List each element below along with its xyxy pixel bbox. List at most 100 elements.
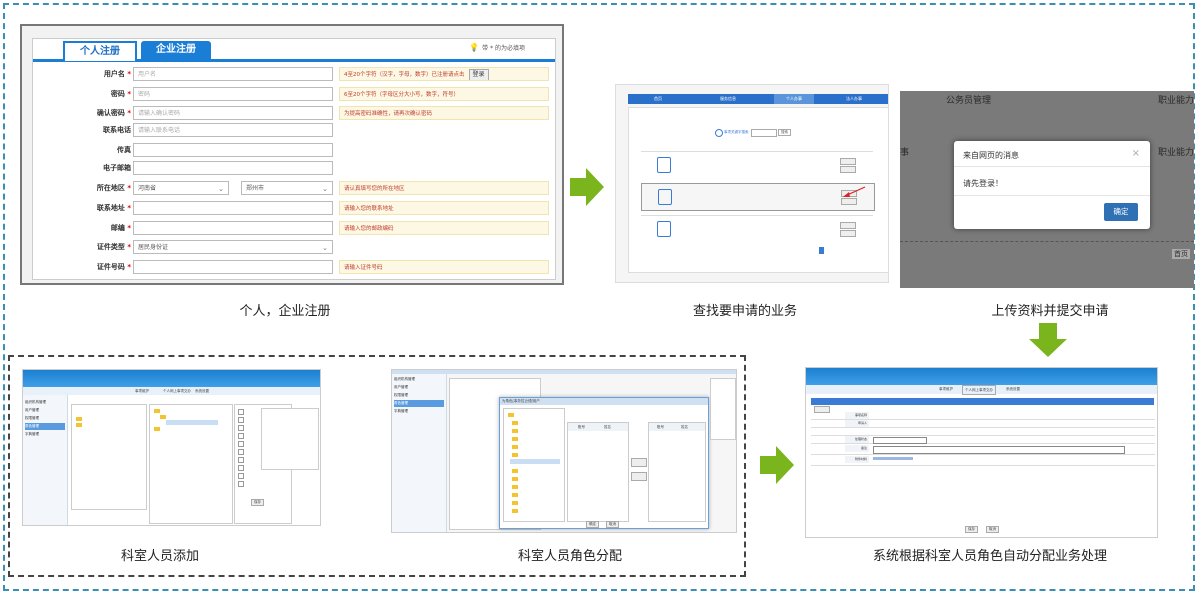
- apply-button[interactable]: [840, 230, 856, 237]
- login-button[interactable]: 登录: [468, 69, 489, 80]
- caption-register: 个人，企业注册: [239, 304, 331, 319]
- nav-personal-affairs[interactable]: 个人办事: [774, 94, 814, 104]
- column-account: 账号: [657, 425, 664, 429]
- required-mark: *: [124, 204, 131, 212]
- text-input[interactable]: [133, 143, 333, 157]
- dialog-ok-button[interactable]: 确定: [1104, 203, 1138, 221]
- field-label-text: 用户名: [103, 70, 125, 78]
- text-input[interactable]: [133, 221, 333, 235]
- checkbox[interactable]: [238, 457, 244, 463]
- field-note-text: 请认真填写您的所在地区: [344, 186, 405, 192]
- tab-system-settings[interactable]: 系统设置: [195, 389, 209, 393]
- menu-permission-management[interactable]: 权限管理: [25, 416, 39, 420]
- province-select[interactable]: 河南省⌄: [133, 181, 229, 195]
- menu-user-management[interactable]: 用户管理: [394, 385, 408, 389]
- checkbox[interactable]: [238, 465, 244, 471]
- field-note: 4至20个字符（汉字，字母，数字）已注册请点击登录: [339, 67, 549, 81]
- city-select[interactable]: 郑州市⌄: [241, 181, 333, 195]
- required-mark: *: [124, 109, 131, 117]
- checkbox[interactable]: [238, 473, 244, 479]
- nav-corporate-affairs[interactable]: 法人办事: [846, 96, 862, 101]
- tab-company-register[interactable]: 企业注册: [141, 41, 211, 59]
- status-select[interactable]: [873, 437, 927, 444]
- modal-ok-button[interactable]: 确定: [586, 521, 599, 528]
- text-input[interactable]: 请输入联系电话: [133, 123, 333, 137]
- nav-service-info[interactable]: 服务信息: [720, 96, 736, 101]
- tab-system-settings[interactable]: 系统设置: [1006, 387, 1020, 391]
- tab-online-affairs[interactable]: 个人网上事项交办: [163, 389, 191, 393]
- selected-tree-node[interactable]: [510, 459, 560, 464]
- apply-button[interactable]: [840, 166, 856, 173]
- text-input[interactable]: [133, 161, 333, 175]
- apply-button[interactable]: [840, 222, 856, 229]
- attachment-link[interactable]: [873, 457, 913, 460]
- folder-icon: [512, 437, 518, 441]
- checkbox[interactable]: [238, 417, 244, 423]
- selected-tree-node[interactable]: [166, 420, 218, 425]
- folder-icon: [76, 423, 82, 427]
- required-hint-text: 带 * 的为必填项: [482, 45, 525, 52]
- folder-icon: [512, 469, 518, 473]
- field-label: 密码 *: [73, 86, 131, 103]
- add-user-button[interactable]: [631, 458, 647, 467]
- text-input[interactable]: 请输入确认密码: [133, 106, 333, 120]
- available-users-table: 账号 姓名: [567, 422, 629, 522]
- text-input[interactable]: 密码: [133, 87, 333, 101]
- search-button[interactable]: 搜索: [778, 129, 791, 136]
- field-label-text: 传真: [117, 146, 131, 154]
- menu-user-management[interactable]: 用户管理: [25, 408, 39, 412]
- menu-permission-management[interactable]: 权限管理: [394, 393, 408, 397]
- close-icon[interactable]: ×: [1131, 148, 1140, 159]
- search-input[interactable]: [751, 129, 777, 137]
- form-row: 证件号码 *请输入证件号码: [33, 259, 555, 276]
- apply-button[interactable]: [840, 158, 856, 165]
- menu-role-management[interactable]: 角色管理: [394, 400, 444, 407]
- network-icon: [658, 189, 672, 205]
- form-row: 联系地址 *请输入您的联系地址: [33, 200, 555, 217]
- checkbox[interactable]: [238, 425, 244, 431]
- form-row: 处理状态: [811, 436, 1155, 444]
- field-label-text: 所在地区: [96, 184, 125, 192]
- modal-cancel-button[interactable]: 取消: [606, 521, 619, 528]
- tab-item-maintenance[interactable]: 事项维护: [135, 389, 149, 393]
- remove-user-button[interactable]: [631, 472, 647, 481]
- save-button[interactable]: 保存: [965, 526, 978, 533]
- tab-personal-register[interactable]: 个人注册: [63, 41, 137, 61]
- nav-home[interactable]: 首页: [654, 96, 662, 101]
- tab-item-maintenance[interactable]: 事项维护: [939, 387, 953, 391]
- search-label: 事项关键字搜索: [724, 130, 749, 134]
- apply-button[interactable]: [841, 198, 857, 205]
- text-input[interactable]: 用户名: [133, 67, 333, 81]
- checkbox[interactable]: [238, 409, 244, 415]
- business-row[interactable]: [641, 215, 873, 242]
- chevron-down-icon: ⌄: [322, 244, 328, 252]
- inner-dashed-border: [8, 355, 746, 577]
- id-type-select[interactable]: 居民身份证⌄: [133, 240, 333, 254]
- caption-role-assign: 科室人员角色分配: [517, 549, 622, 564]
- pagination-current[interactable]: [819, 247, 824, 254]
- cancel-button[interactable]: 取消: [986, 526, 999, 533]
- menu-dictionary-management[interactable]: 字典管理: [394, 409, 408, 413]
- remark-input[interactable]: [873, 446, 1125, 454]
- chevron-down-icon: ⌄: [218, 185, 224, 193]
- text-input[interactable]: [133, 201, 333, 215]
- text-input[interactable]: [133, 260, 333, 274]
- menu-org-management[interactable]: 组织机构管理: [394, 377, 415, 381]
- required-mark: *: [124, 184, 131, 192]
- checkbox[interactable]: [238, 449, 244, 455]
- menu-role-management[interactable]: 角色管理: [25, 423, 65, 430]
- field-note-text: 4至20个字符（汉字，字母，数字）已注册请点击: [344, 72, 465, 78]
- person-icon: [657, 157, 671, 173]
- business-row[interactable]: [641, 183, 875, 211]
- checkbox[interactable]: [238, 433, 244, 439]
- menu-dictionary-management[interactable]: 字典管理: [25, 432, 39, 436]
- tab-online-affairs[interactable]: 个人网上事项交办: [962, 385, 996, 395]
- field-note: 6至20个字符（字母区分大小写，数字，符号）: [339, 87, 549, 101]
- bg-home-button: 首页: [1172, 249, 1190, 259]
- save-button[interactable]: 保存: [251, 499, 264, 506]
- back-button[interactable]: [814, 406, 830, 413]
- menu-org-management[interactable]: 组织机构管理: [25, 400, 46, 404]
- business-row[interactable]: [641, 151, 873, 178]
- checkbox[interactable]: [238, 441, 244, 447]
- checkbox[interactable]: [238, 481, 244, 487]
